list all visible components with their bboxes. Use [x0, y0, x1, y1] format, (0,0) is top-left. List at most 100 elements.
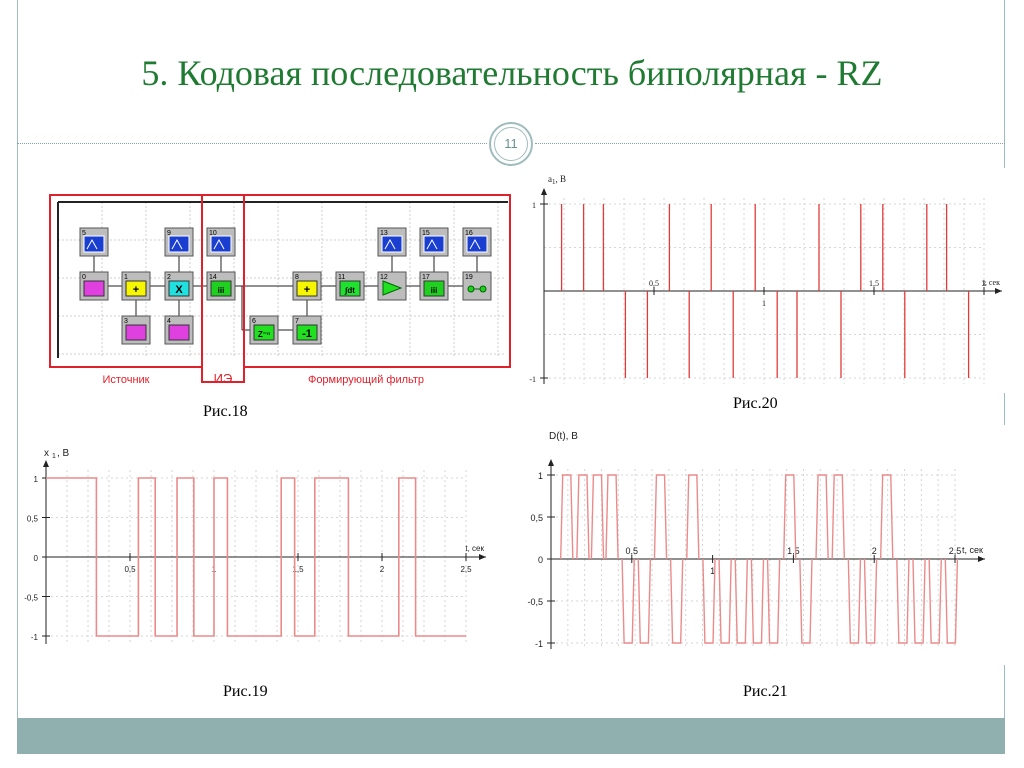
y-axis-arrow	[541, 188, 547, 195]
pulse-mark	[590, 474, 605, 560]
block-number: 7	[295, 318, 299, 325]
output-icon-end	[479, 285, 487, 293]
slide-title: 5. Кодовая последовательность биполярная…	[141, 53, 883, 93]
block-number: 19	[465, 274, 473, 281]
gain-icon	[296, 324, 318, 341]
x-axis-label: t, сек	[983, 278, 1000, 287]
page-number: 11	[494, 127, 528, 161]
chart-bg	[20, 440, 498, 662]
pulse-mark	[944, 558, 959, 644]
block-number: 10	[209, 230, 217, 237]
y-axis-label-sub: 1	[52, 453, 56, 460]
y-axis-label: x	[44, 448, 49, 459]
scope-trace	[384, 238, 396, 250]
pulse-mark	[879, 474, 894, 560]
y-tick-label: -1	[535, 639, 543, 649]
block-number: 9	[167, 230, 171, 237]
x-tick-label: 1,5	[292, 565, 304, 574]
y-tick-label: -0,5	[24, 594, 38, 603]
y-axis-label: a1, В	[548, 174, 566, 186]
block-7: 7-1	[292, 315, 322, 345]
generator-icon	[83, 280, 105, 297]
x-tick-label: 2	[380, 565, 385, 574]
block-number: 3	[124, 318, 128, 325]
x-axis-arrow	[479, 554, 486, 560]
source-icon	[125, 324, 147, 341]
y-axis-arrow	[43, 460, 49, 467]
footer-band	[17, 718, 1005, 754]
x-tick-label: 0,5	[124, 565, 136, 574]
block-16: 16	[462, 227, 492, 257]
pulse-mark	[686, 474, 700, 560]
x-tick-label: 2	[982, 279, 986, 288]
block-glyph: ∫dt	[344, 286, 355, 295]
header-rule-left	[17, 143, 487, 144]
x-tick-label: 2,5	[460, 565, 472, 574]
sampler-icon	[210, 280, 232, 297]
x-tick-label: 1	[710, 566, 715, 576]
source-icon	[168, 324, 190, 341]
x-tick-label: 2	[872, 546, 877, 556]
caption-fig20: Рис.20	[733, 395, 778, 412]
pulse-mark	[669, 558, 684, 644]
block-number: 17	[422, 274, 430, 281]
caption-fig18: Рис.18	[203, 403, 248, 420]
y-tick-label: 0,5	[27, 515, 39, 524]
block-glyph: ііі	[431, 286, 438, 295]
adder-icon	[125, 280, 147, 297]
y-tick-label: 1	[34, 475, 39, 484]
scope-trace	[171, 238, 183, 250]
sampler-icon	[423, 280, 445, 297]
multiplier-icon	[168, 280, 190, 297]
y-tick-label: -0,5	[527, 597, 543, 607]
pulse-mark	[702, 558, 716, 644]
page-number-badge: 11	[489, 122, 533, 166]
block-11: 11 ∫dt	[335, 271, 365, 301]
group-label-source: Источник	[103, 374, 150, 386]
caption-fig19: Рис.19	[223, 683, 268, 700]
x-axis-label: t, сек	[962, 545, 983, 555]
y-tick-label: 0	[34, 554, 39, 563]
block-number: 15	[422, 230, 430, 237]
scope-trace	[213, 238, 225, 250]
x-tick-label: 0,5	[649, 279, 659, 288]
block-number: 11	[338, 274, 345, 281]
block-9: 9	[164, 227, 194, 257]
y-axis-label: D(t), В	[549, 431, 578, 442]
block-glyph: -1	[302, 328, 312, 340]
pulse-mark	[928, 558, 942, 644]
pulse-mark	[896, 558, 910, 644]
pulse-mark	[863, 558, 878, 644]
block-frame	[462, 271, 492, 301]
block-13: 13	[377, 227, 407, 257]
block-1: 1+	[121, 271, 151, 301]
group-label-filter: Формирующий фильтр	[308, 374, 424, 386]
x-tick-label: 1	[762, 299, 766, 308]
block-12: 12	[377, 271, 407, 301]
block-number: 5	[82, 230, 86, 237]
caption-fig21: Рис.21	[743, 683, 788, 700]
block-10: 10	[206, 227, 236, 257]
delay-icon	[253, 324, 275, 341]
block-glyph: +	[133, 284, 139, 296]
header-rule-right	[535, 143, 1005, 144]
pulse-mark	[621, 558, 635, 644]
y-axis-arrow	[548, 459, 554, 466]
pulse-mark	[799, 558, 813, 644]
pulse-mark	[847, 558, 862, 644]
output-icon	[467, 285, 475, 293]
x-tick-label: 2,5	[949, 546, 962, 556]
block-2: 2X	[164, 271, 194, 301]
pulse-mark	[766, 558, 781, 644]
block-number: 14	[209, 274, 217, 281]
block-number: 16	[465, 230, 473, 237]
adder-icon	[296, 280, 318, 297]
block-4: 4	[164, 315, 194, 345]
block-5: 5	[79, 227, 109, 257]
scope-trace	[426, 238, 438, 250]
integrator-icon	[339, 280, 361, 297]
y-axis-label-unit: , В	[57, 448, 70, 459]
